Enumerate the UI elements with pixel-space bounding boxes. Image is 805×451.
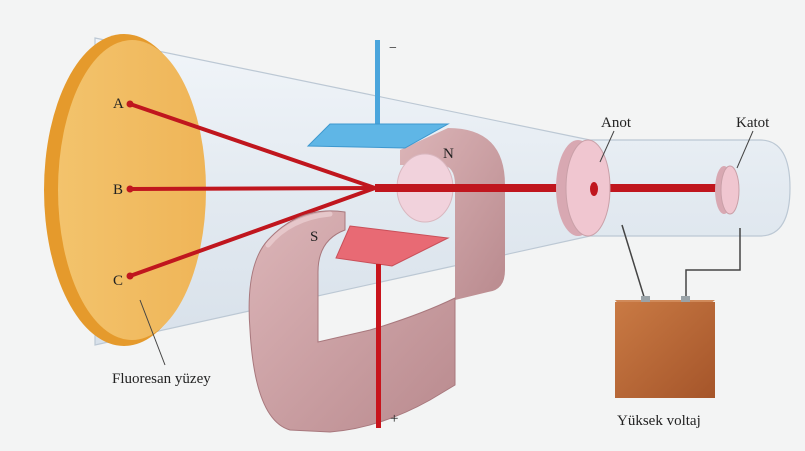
label-point-a: A <box>113 96 124 112</box>
positive-deflection-plate <box>335 225 450 267</box>
battery-terminal-left <box>641 296 650 302</box>
anode-wire <box>621 224 646 301</box>
cathode-leader <box>736 130 754 169</box>
cathode-wire <box>685 228 741 300</box>
screen-leader <box>139 299 166 366</box>
magnet-back-arm <box>400 128 505 300</box>
label-point-c: C <box>113 273 123 289</box>
battery-terminal-right <box>681 296 690 302</box>
label-south-pole: S <box>310 229 318 245</box>
label-high-voltage: Yüksek voltaj <box>617 413 701 429</box>
anode-disc <box>565 139 611 237</box>
label-cathode: Katot <box>736 115 770 131</box>
beam-to-b <box>129 186 376 191</box>
negative-deflection-plate <box>306 123 450 149</box>
anode-leader <box>599 130 615 163</box>
magnet-front-arm <box>248 210 456 433</box>
battery-body <box>615 302 715 398</box>
positive-plate-lead <box>376 264 381 428</box>
label-plus-sign: + <box>390 411 398 427</box>
point-a-marker <box>126 100 134 108</box>
label-north-pole: N <box>443 146 454 162</box>
anode-hole <box>590 182 598 196</box>
label-anode: Anot <box>601 115 632 131</box>
point-c-marker <box>126 272 134 280</box>
beam-to-a <box>129 102 376 190</box>
label-minus-sign: − <box>389 41 397 56</box>
label-fluorescent-surface: Fluoresan yüzey <box>112 371 211 387</box>
magnet-front-highlight <box>265 211 333 248</box>
cathode-disc <box>720 165 740 215</box>
label-point-b: B <box>113 182 123 198</box>
point-b-marker <box>126 185 134 193</box>
beam-to-c <box>129 186 376 278</box>
negative-plate-lead <box>375 40 380 132</box>
